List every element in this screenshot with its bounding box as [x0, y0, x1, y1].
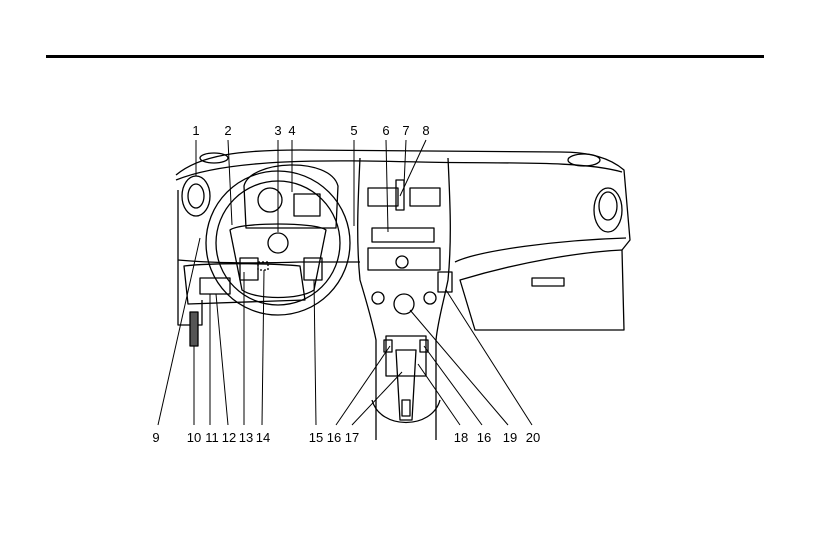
radio-display [371, 227, 435, 243]
shifter-housing [385, 335, 427, 377]
callout-13: 13 [239, 430, 253, 445]
dash-lower-edge [177, 259, 360, 264]
knee-panel [183, 263, 306, 305]
center-vent-right [409, 187, 441, 207]
climate-knob-left [371, 291, 385, 305]
horn-emblem [267, 232, 289, 254]
right-wheel-controls [303, 257, 323, 281]
gear-selector [395, 349, 417, 421]
callout-1: 1 [192, 123, 199, 138]
left-wheel-controls [239, 257, 259, 281]
right-speaker [567, 153, 601, 167]
left-side-panel [177, 190, 203, 326]
center-stack [357, 157, 377, 440]
callout-10: 10 [187, 430, 201, 445]
left-speaker [199, 152, 229, 164]
callout-5: 5 [350, 123, 357, 138]
driver-vent [181, 175, 211, 217]
callout-20: 20 [526, 430, 540, 445]
dash-top-pad [175, 160, 623, 181]
callout-9: 9 [152, 430, 159, 445]
callout-16a: 16 [327, 430, 341, 445]
glovebox-handle [531, 277, 565, 287]
console-base [371, 399, 441, 423]
speedometer [257, 187, 283, 213]
dash-right-lower [454, 237, 627, 263]
climate-knob-right [423, 291, 437, 305]
callout-2: 2 [224, 123, 231, 138]
hazard-button [395, 179, 405, 211]
passenger-vent [593, 187, 623, 233]
header-rule [46, 55, 764, 58]
callout-4: 4 [288, 123, 295, 138]
callout-17: 17 [345, 430, 359, 445]
callout-12: 12 [222, 430, 236, 445]
callout-18: 18 [454, 430, 468, 445]
callout-14: 14 [256, 430, 270, 445]
callout-6: 6 [382, 123, 389, 138]
power-outlet-right [419, 339, 429, 353]
center-vent-left [367, 187, 399, 207]
callout-7: 7 [402, 123, 409, 138]
fuse-panel [199, 277, 231, 295]
hood-release [189, 311, 199, 347]
airbag-status-indicator [437, 271, 453, 293]
callout-15: 15 [309, 430, 323, 445]
center-stack-right [435, 157, 451, 440]
glovebox [459, 249, 625, 331]
callout-3: 3 [274, 123, 281, 138]
cluster-display [293, 193, 321, 217]
callout-19: 19 [503, 430, 517, 445]
steering-hub [229, 223, 327, 299]
radio-controls [367, 247, 441, 271]
power-outlet-left [383, 339, 393, 353]
climate-knob-center [393, 293, 415, 315]
callout-8: 8 [422, 123, 429, 138]
callout-16b: 16 [477, 430, 491, 445]
callout-11: 11 [205, 430, 219, 445]
